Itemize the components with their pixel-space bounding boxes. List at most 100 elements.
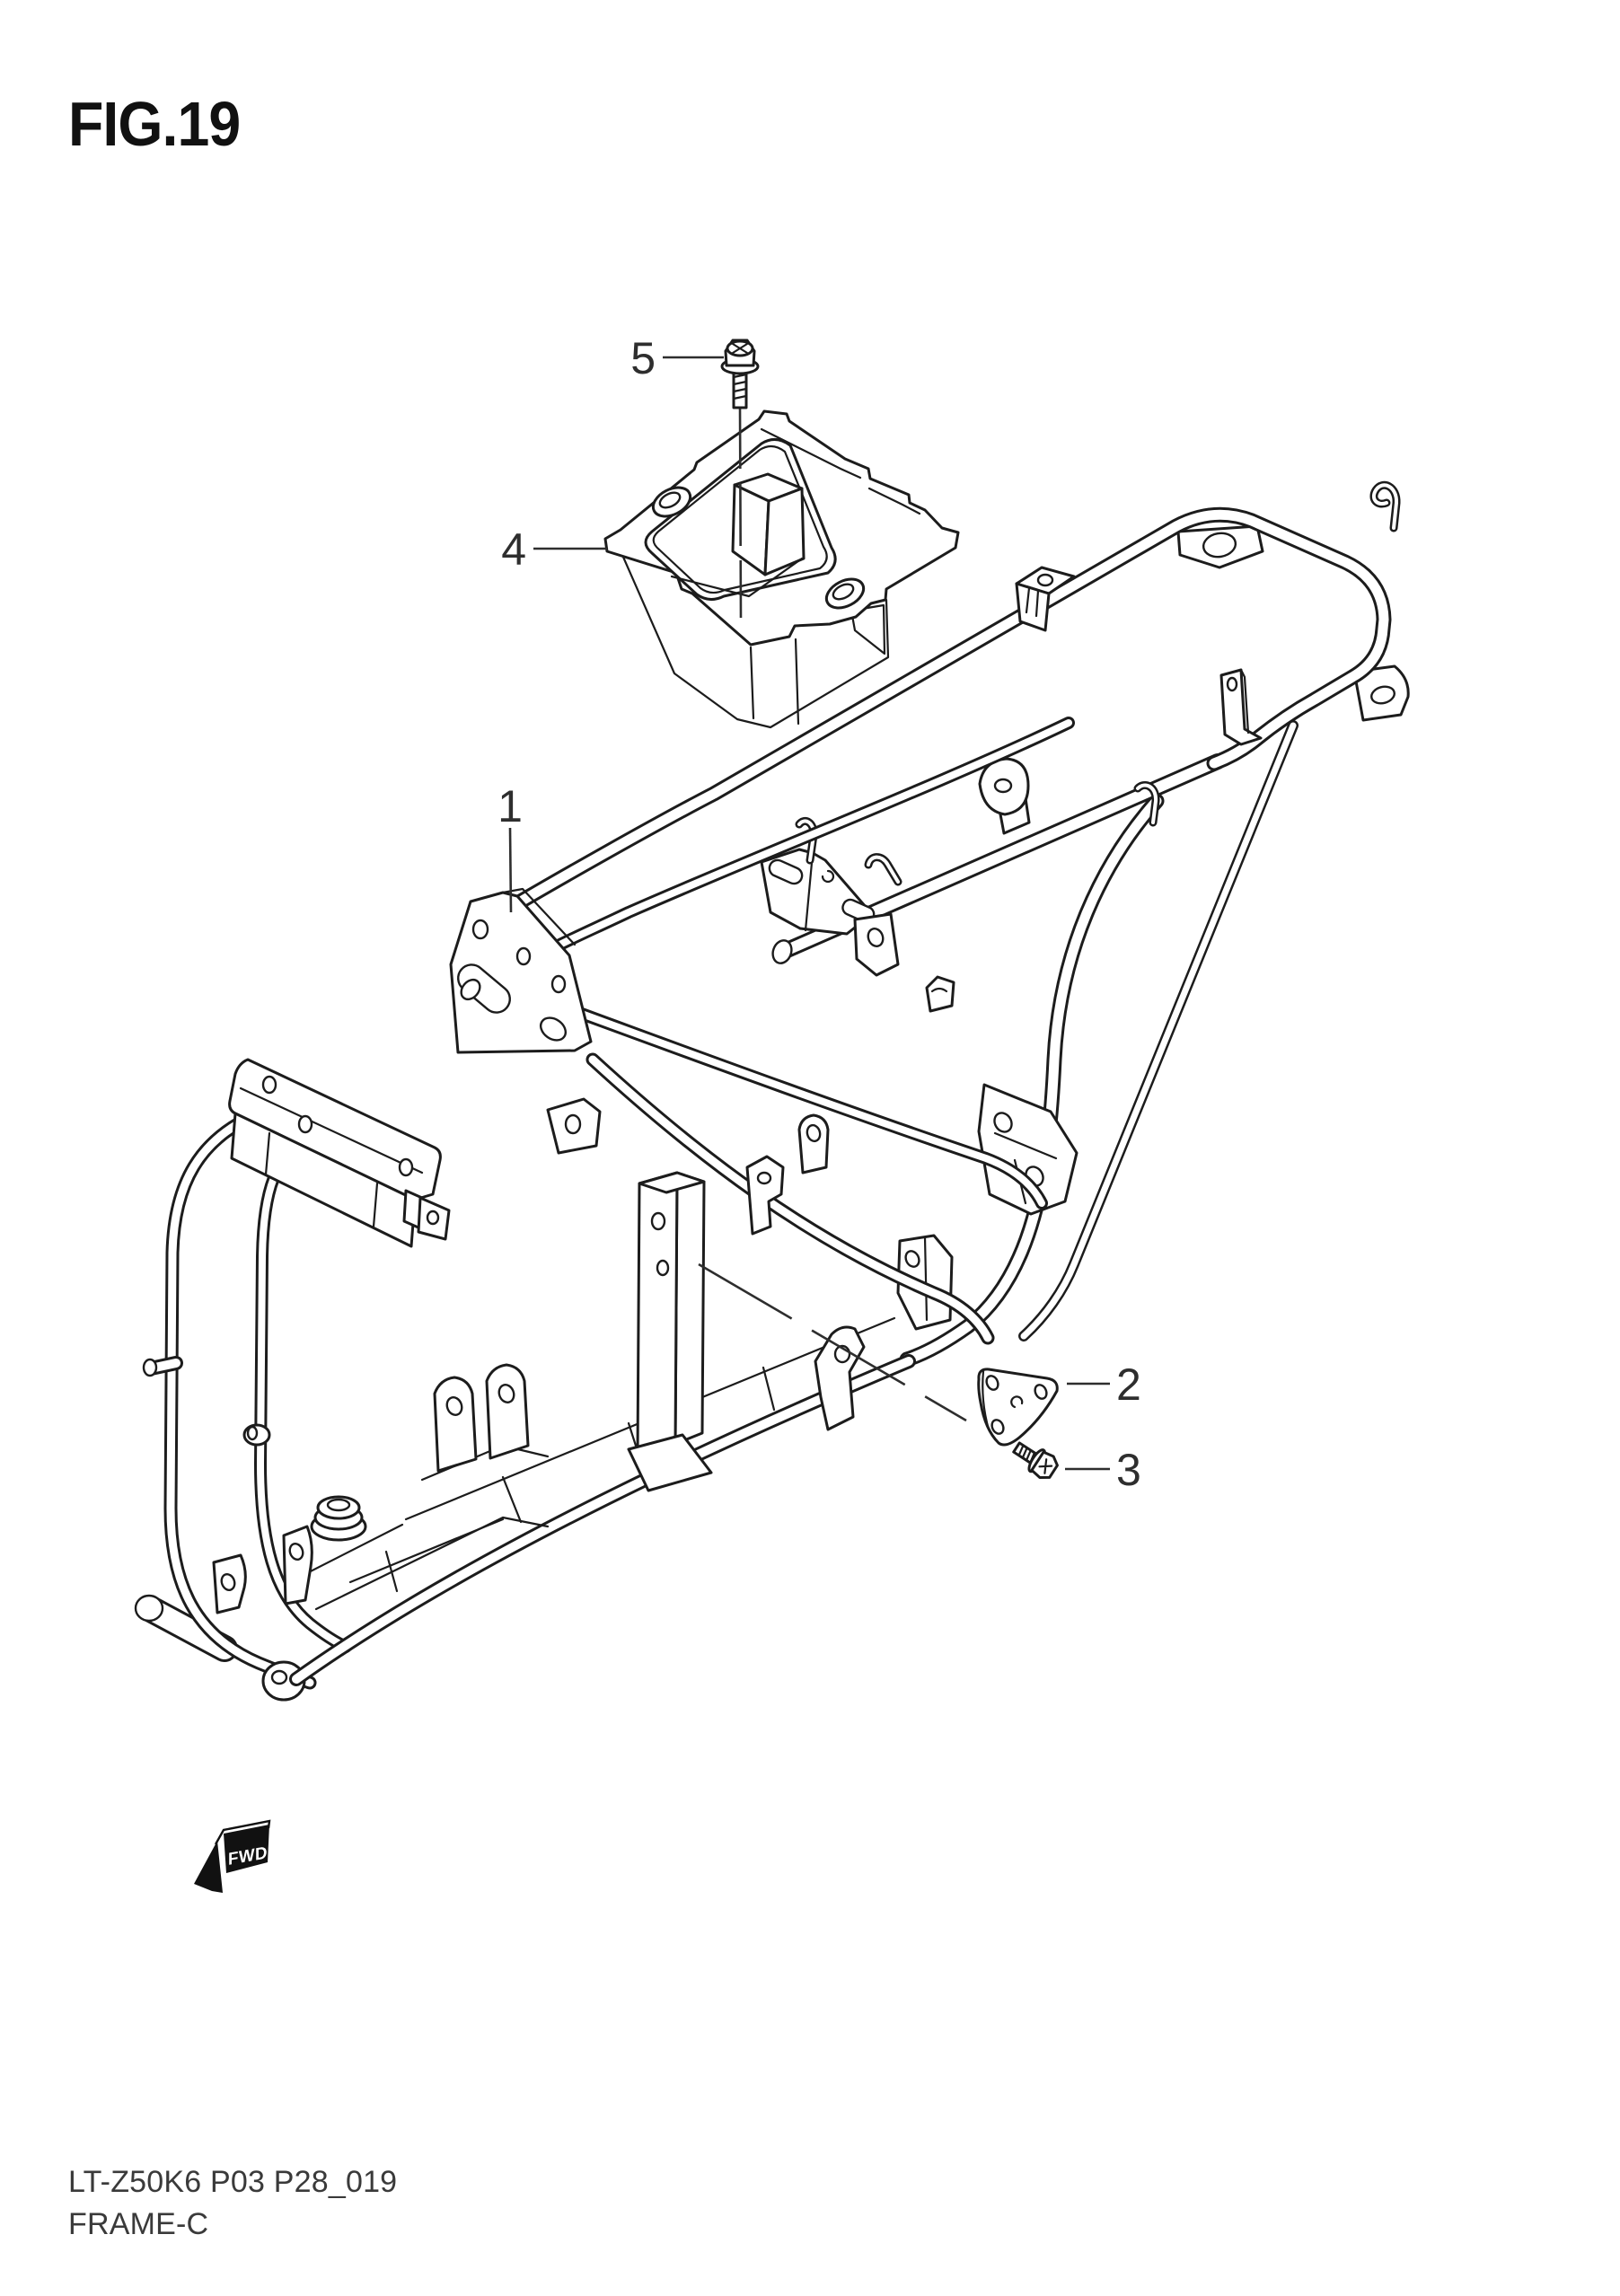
hole [993, 1112, 1013, 1133]
hole [297, 1114, 313, 1134]
hole [1036, 573, 1054, 587]
bolt-part-3-drawing [1012, 1441, 1059, 1480]
detail-line [384, 1550, 399, 1593]
hole [756, 1171, 772, 1185]
footer-part-code: LT-Z50K6 P03 P28_019 [68, 2165, 397, 2199]
detail-line [501, 887, 577, 946]
fwd-direction-marker: FWD [194, 1819, 271, 1893]
plate-shape [433, 1376, 478, 1473]
detail-line [850, 603, 886, 655]
hole [904, 1250, 920, 1268]
bracket-part-2-drawing [698, 1262, 1059, 1447]
detail-line [652, 444, 828, 594]
frame-tube-core [1371, 483, 1398, 530]
hole [832, 583, 855, 601]
plate-shape [230, 1112, 417, 1248]
plate-shape [638, 1171, 706, 1194]
detail-line [930, 987, 948, 993]
detail-line [1017, 1444, 1036, 1465]
bolt-5-axis-dashed-line [738, 405, 743, 619]
detail-line [794, 638, 800, 726]
plate-shape [745, 1155, 785, 1236]
hole [1226, 676, 1238, 692]
detail-line [732, 373, 748, 400]
frame-tube-core [1020, 722, 1297, 1340]
hole [460, 978, 481, 1001]
frame-tube-core [292, 1357, 913, 1684]
hole [656, 1259, 670, 1277]
frame-tube-core [588, 1055, 992, 1342]
callout-2-label: 2 [1116, 1359, 1141, 1410]
hole [1370, 685, 1395, 705]
hole [246, 1425, 259, 1441]
plate-shape [627, 1433, 713, 1492]
bolt-part-5-drawing [720, 339, 760, 619]
detail-line [731, 342, 749, 355]
detail-line [239, 1086, 424, 1174]
frame-part-1-drawing [134, 480, 1410, 1702]
hole [985, 1375, 999, 1391]
hole [270, 1669, 288, 1685]
hole [398, 1157, 414, 1177]
plate-shape [977, 1083, 1079, 1216]
hole [134, 1594, 164, 1623]
plate-shape [1030, 1450, 1059, 1480]
hole [867, 928, 885, 947]
detail-line [264, 1131, 379, 1228]
frame-tube-core [867, 855, 900, 884]
callout-labels: 1 2 3 4 5 [497, 333, 1141, 1495]
hole [1034, 1384, 1048, 1400]
detail-line [295, 1523, 404, 1580]
hole [261, 1075, 277, 1095]
plate-shape [925, 975, 955, 1013]
hole [220, 1573, 236, 1591]
callout-3-label: 3 [1116, 1445, 1141, 1495]
plate-shape [282, 1525, 313, 1605]
plate-shape [797, 1113, 830, 1174]
hole [457, 963, 511, 1014]
callout-1-label: 1 [497, 781, 523, 831]
bracket-2-mount-dashed-line [698, 1262, 967, 1422]
detail-line [867, 487, 921, 515]
frame-tube-core [494, 509, 1389, 919]
plate-shape [228, 1058, 442, 1201]
hole [471, 919, 489, 940]
detail-line [314, 1516, 550, 1611]
frame-tube-core [1136, 783, 1158, 824]
hole [564, 1113, 582, 1135]
detail-line [804, 851, 814, 932]
callout-5-label: 5 [630, 333, 656, 383]
frame-tube-outline [289, 1354, 916, 1686]
hole [142, 1358, 158, 1377]
plate-shape [674, 1171, 706, 1446]
hole [550, 974, 567, 994]
hole [650, 1211, 666, 1231]
hole [426, 1210, 440, 1226]
detail-line [1239, 668, 1250, 735]
detail-line [821, 869, 835, 884]
detail-line [1025, 586, 1040, 618]
hole [993, 778, 1013, 794]
fwd-arrowhead [194, 1841, 223, 1893]
hole [288, 1543, 304, 1561]
detail-line [993, 1131, 1058, 1160]
detail-line [749, 646, 755, 720]
hole [497, 1384, 515, 1403]
frame-tube-core [546, 719, 1072, 954]
frame-tube-core [140, 1598, 235, 1659]
hole [771, 939, 793, 964]
plate-shape [763, 487, 806, 576]
callout-1-leader-line [508, 827, 513, 913]
footer-figure-name: FRAME-C [68, 2207, 208, 2241]
detail-line [1010, 1395, 1024, 1409]
hole [1202, 532, 1237, 559]
detail-line [923, 1236, 929, 1322]
fwd-arrow-body [224, 1825, 269, 1873]
hole [768, 858, 804, 885]
hole [326, 1498, 351, 1512]
hole [990, 1419, 1005, 1435]
detail-line [762, 1366, 776, 1412]
plate-shape [485, 1363, 530, 1460]
